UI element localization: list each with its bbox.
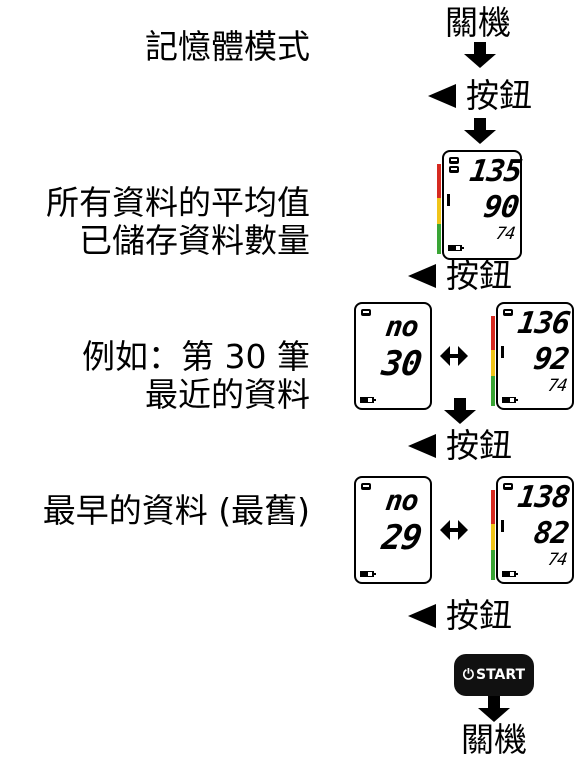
memory-icon [449,157,459,173]
pulse-value: 74 [494,224,516,244]
level-bar-yellow [491,350,495,376]
battery-icon [360,571,376,577]
power-off-bottom: 關機 [461,720,527,759]
button-step-3[interactable]: 按鈕 [408,424,512,468]
lcd-recent-reading: 136 92 74 [491,302,574,410]
battery-icon [448,245,464,251]
record-prefix: no [383,484,421,517]
lcd-oldest-reading: 138 82 74 [491,476,574,584]
arrow-down-icon [460,118,500,144]
level-indicator [501,346,504,358]
level-indicator [501,520,504,532]
memory-icon [503,309,513,316]
pulse-value: 74 [546,550,568,570]
label-average-line2: 已儲存資料數量 [79,221,310,260]
memory-icon [361,309,371,316]
record-number: 29 [379,518,424,558]
level-bar-green [437,224,441,254]
diastolic-value: 92 [531,342,571,377]
level-bar-green [491,376,495,406]
systolic-value: 138 [515,480,572,515]
lcd-oldest-index: no 29 [354,476,432,584]
button-label: 按鈕 [446,426,512,465]
left-triangle-icon [408,434,436,458]
level-bar-red [437,164,441,198]
button-step-4[interactable]: 按鈕 [408,594,512,638]
left-triangle-icon [408,604,436,628]
diastolic-value: 90 [481,190,521,225]
battery-icon [360,397,376,403]
systolic-value: 136 [515,306,572,341]
level-bar-green [491,550,495,580]
button-label: 按鈕 [466,76,532,115]
level-bar-yellow [437,198,441,224]
memory-icon [361,483,371,490]
lcd-average-screen: 135 90 74 [437,150,524,260]
arrow-down-icon [460,42,500,68]
pulse-value: 74 [546,376,568,396]
record-prefix: no [383,310,421,343]
swap-arrows-icon [440,346,468,366]
start-button-label: START [475,667,526,683]
battery-icon [502,571,518,577]
level-bar-red [491,490,495,524]
button-label: 按鈕 [446,256,512,295]
diastolic-value: 82 [531,516,571,551]
arrow-down-icon [440,398,480,424]
swap-arrows-icon [440,520,468,540]
power-icon: ⏻ [462,667,474,683]
left-triangle-icon [428,84,456,108]
level-indicator [447,194,450,206]
button-step-2[interactable]: 按鈕 [408,254,512,298]
level-bar-yellow [491,524,495,550]
label-example-line1: 例如：第 30 筆 [82,337,310,376]
memory-icon [503,483,513,490]
label-memory-mode: 記憶體模式 [145,27,310,66]
start-button[interactable]: ⏻ START [454,654,534,696]
battery-icon [502,397,518,403]
lcd-recent-index: no 30 [354,302,432,410]
left-triangle-icon [408,264,436,288]
level-bar-red [491,316,495,350]
record-number: 30 [379,344,424,384]
label-example-line2: 最近的資料 [145,375,310,414]
label-oldest: 最早的資料 (最舊) [42,491,310,530]
label-average-line1: 所有資料的平均值 [46,183,310,222]
systolic-value: 135 [467,154,524,189]
arrow-down-icon [474,696,514,722]
button-step-1[interactable]: 按鈕 [428,74,532,118]
button-label: 按鈕 [446,596,512,635]
power-off-top: 關機 [445,3,511,42]
